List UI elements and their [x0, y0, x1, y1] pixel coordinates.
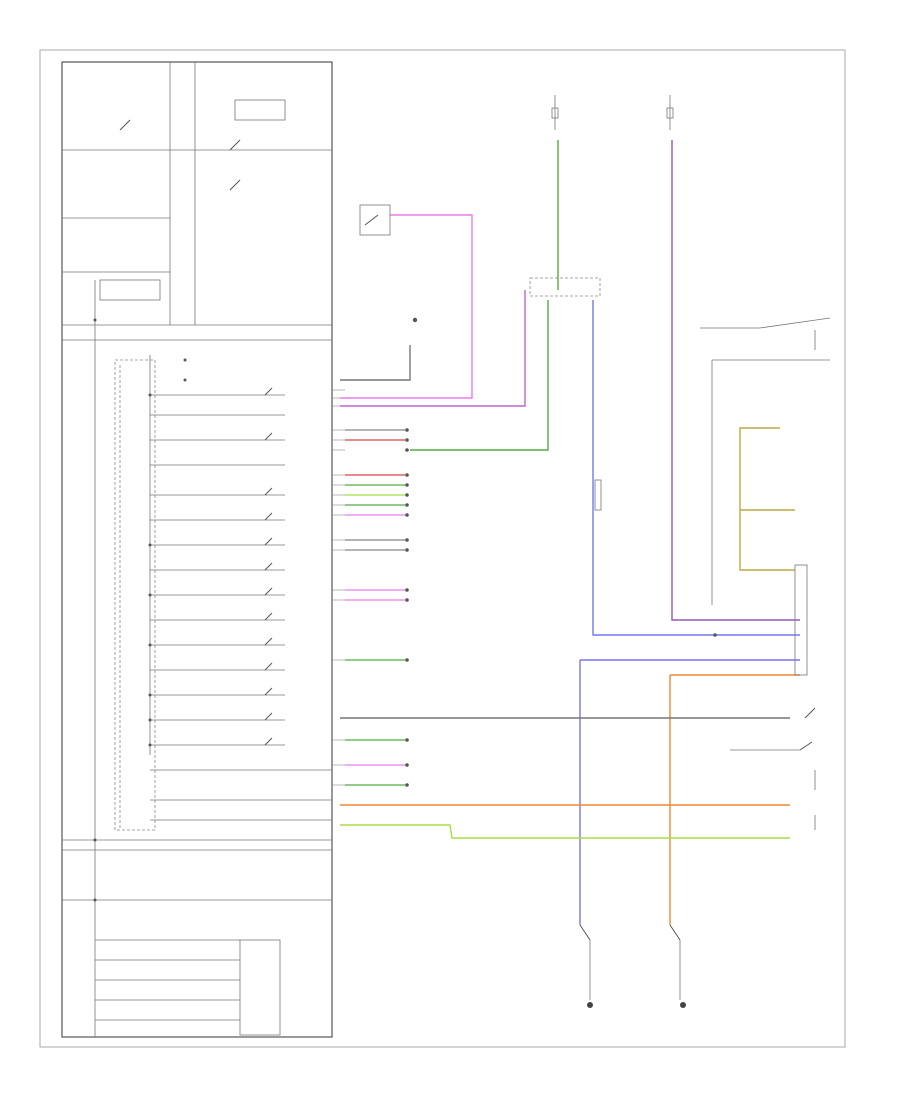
instrument-cluster	[61, 61, 333, 1038]
right-connector	[794, 564, 808, 676]
wire-pink	[340, 214, 473, 399]
wire-grey-switch	[340, 345, 411, 381]
module-box	[239, 939, 281, 1036]
ground-icon-2	[680, 1002, 686, 1008]
wire-purple-long	[671, 140, 800, 621]
indicator-switches	[119, 119, 273, 746]
fuse-1	[551, 107, 559, 119]
junction-block	[529, 277, 601, 297]
gauge-box-1	[234, 99, 286, 121]
connector-pins	[332, 389, 345, 786]
upper-switch	[359, 204, 391, 236]
wire-blue	[592, 300, 800, 636]
wire-green-lower	[410, 300, 549, 451]
harness-wires	[340, 140, 800, 925]
right-components	[700, 317, 831, 830]
fuse-chain	[529, 95, 674, 511]
ground-icon-1	[587, 1002, 593, 1008]
indicator-rows	[150, 394, 332, 821]
wire-purple-short	[340, 290, 526, 407]
connector-arrows	[405, 317, 717, 787]
junction-dots	[93, 318, 187, 902]
wire-olive	[739, 427, 795, 571]
fuse-2	[666, 107, 674, 119]
bottom-switches	[579, 924, 686, 1008]
instrument-cluster-outline	[61, 61, 333, 1038]
wire-yellow-green	[340, 824, 790, 839]
resistor-1	[594, 479, 602, 511]
diagram-border	[39, 49, 846, 1048]
relay-box	[99, 279, 161, 301]
stub-wires	[345, 429, 405, 786]
